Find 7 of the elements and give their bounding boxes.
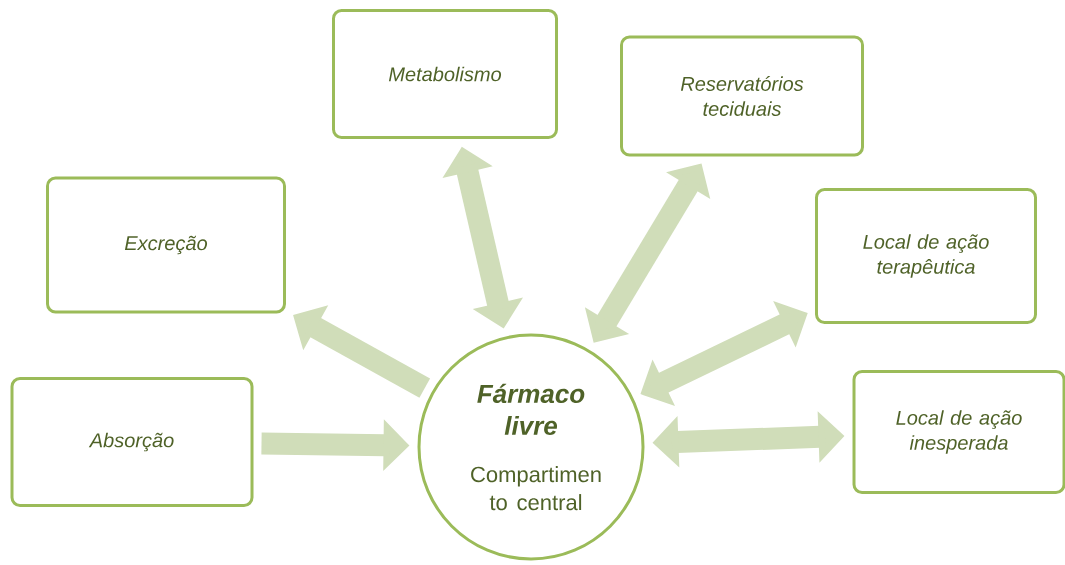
process-box: Local de ação terapêutica [815,188,1037,324]
circle-node: Fármaco livre Compartimen to central [417,333,645,561]
process-box: Metabolismo [332,9,558,139]
process-box: Absorção [10,377,254,507]
process-box: Excreção [46,176,286,314]
process-box: Reservatórios teciduais [620,35,864,157]
process-box: Local de ação inesperada [852,370,1065,494]
